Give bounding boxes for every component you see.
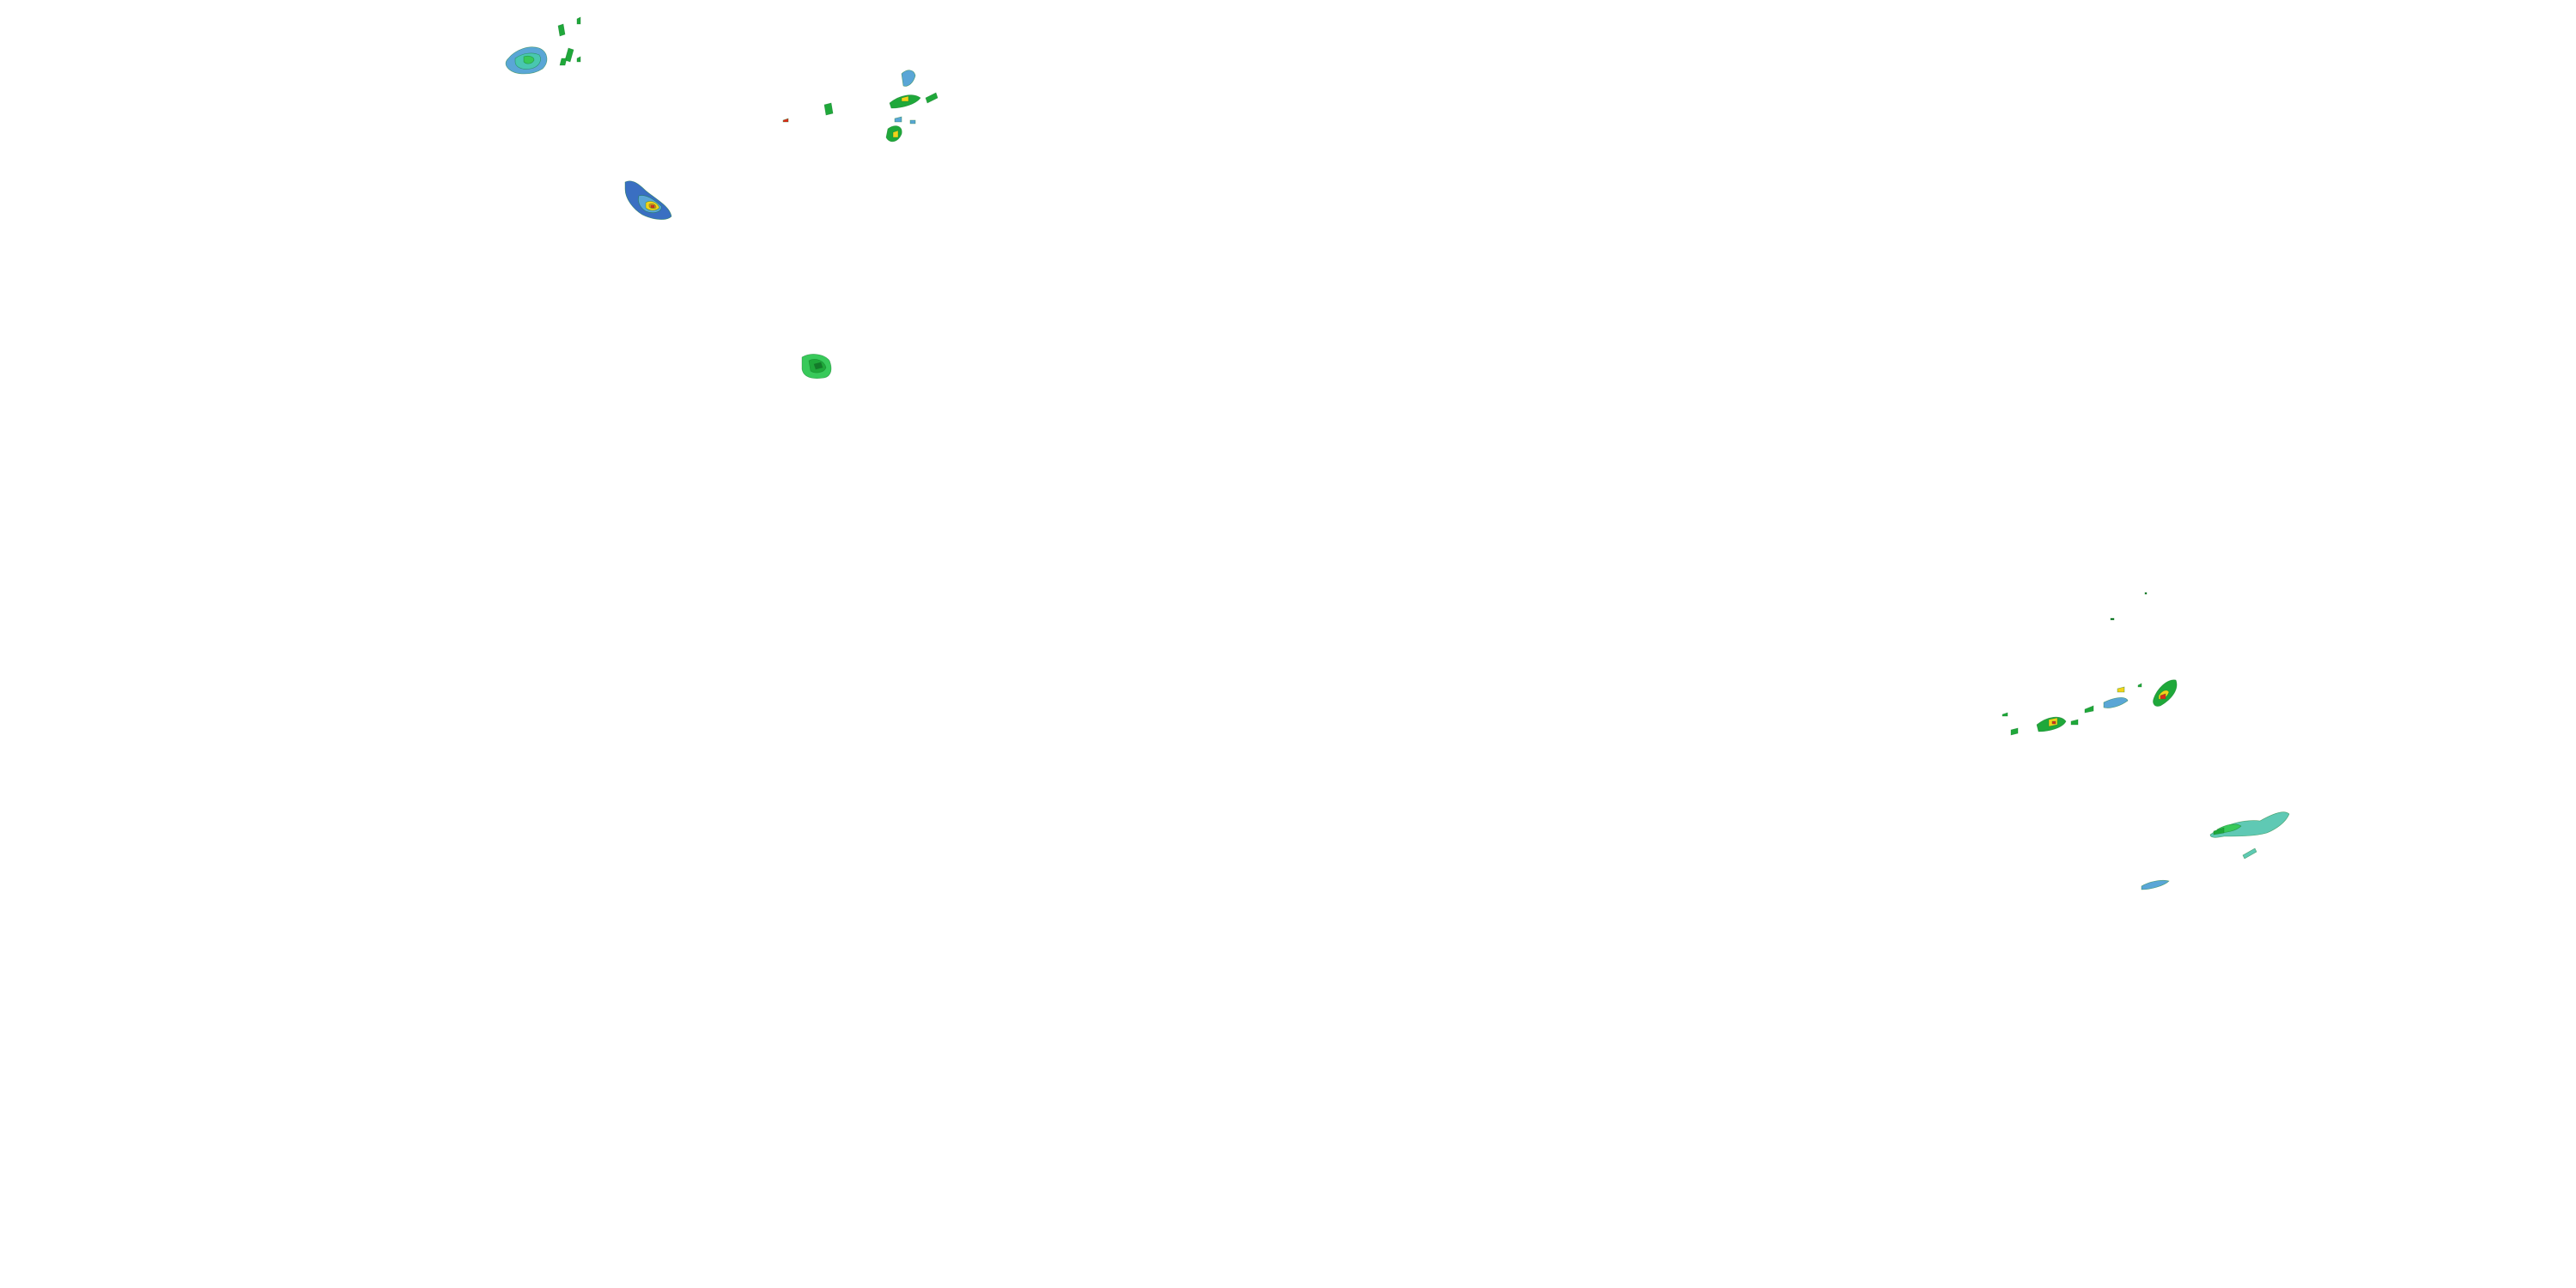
echo-core: [813, 361, 823, 370]
echo-speck: [782, 118, 789, 123]
echo-core: [2051, 720, 2057, 725]
echo-speck: [2242, 848, 2257, 860]
precip-cell-upper-left-a: [505, 16, 581, 75]
precip-cell-mid-left: [801, 354, 832, 379]
echo-core: [892, 130, 899, 138]
echo-speck: [2117, 686, 2125, 693]
echo-speck: [823, 102, 834, 116]
echo-core: [523, 55, 535, 64]
echo-band: [889, 94, 921, 109]
echo-speck: [576, 56, 581, 63]
precip-cell-upper-left-b: [624, 180, 672, 220]
echo-speck: [559, 58, 568, 66]
echo-core: [2160, 693, 2166, 700]
echo-speck: [2084, 705, 2094, 714]
echo-band: [2141, 879, 2170, 890]
precip-line-right: [2002, 592, 2178, 736]
echo-speck: [925, 92, 939, 104]
echo-band: [2103, 697, 2129, 708]
echo-core: [2213, 827, 2225, 835]
echo-speck: [2144, 592, 2148, 595]
echo-speck: [2010, 727, 2019, 736]
echo-speck: [2002, 712, 2008, 717]
echo-core: [901, 95, 909, 102]
echo-outline: [901, 70, 916, 87]
echo-core: [650, 204, 655, 209]
echo-speck: [909, 119, 916, 125]
echo-speck: [564, 47, 574, 63]
precip-cell-upper-center: [782, 70, 939, 143]
precip-band-lower-right: [2141, 811, 2290, 890]
echo-speck: [557, 23, 566, 37]
echo-speck: [2110, 617, 2115, 621]
echo-speck: [576, 16, 581, 25]
echo-speck: [894, 116, 902, 123]
echo-speck: [2137, 683, 2142, 688]
echo-speck: [2070, 719, 2079, 726]
echo-outline: [2209, 811, 2290, 838]
